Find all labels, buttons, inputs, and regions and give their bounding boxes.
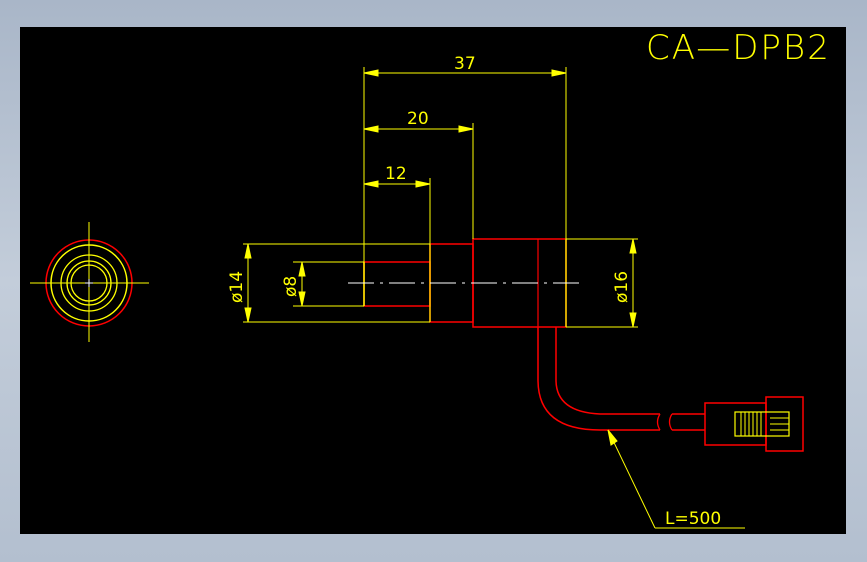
cable-inner-line <box>555 327 660 415</box>
arrow <box>363 125 379 133</box>
arrow <box>298 261 306 277</box>
side-view <box>348 238 804 452</box>
cable-break-left <box>656 413 661 431</box>
arrow <box>244 243 252 259</box>
inner-sleeve <box>363 261 431 307</box>
leader-line <box>607 429 656 529</box>
cable-break-right <box>668 413 673 431</box>
arrow <box>458 125 474 133</box>
dim-text-12: 12 <box>385 164 407 184</box>
cable-outer-line <box>537 327 660 431</box>
end-view <box>30 222 149 342</box>
drawing-canvas <box>20 27 846 534</box>
connector <box>704 396 804 452</box>
dim-text-37: 37 <box>454 54 476 74</box>
connector-head <box>765 396 804 452</box>
dim-text-d16: ø16 <box>612 271 632 303</box>
dim-text-20: 20 <box>407 109 429 129</box>
arrow <box>363 180 379 188</box>
dim-text-cable-length: L=500 <box>665 509 721 529</box>
arrow <box>629 238 637 254</box>
arrow <box>298 291 306 307</box>
arrow <box>551 69 567 77</box>
arrow <box>415 180 431 188</box>
dim-text-d14: ø14 <box>227 271 247 303</box>
arrow <box>363 69 379 77</box>
dimensions <box>243 67 745 529</box>
drawing-title: CA—DPB2 <box>646 28 831 68</box>
arrow <box>629 312 637 328</box>
arrow <box>607 429 618 446</box>
dim-text-d8: ø8 <box>281 276 301 297</box>
arrow <box>244 307 252 323</box>
